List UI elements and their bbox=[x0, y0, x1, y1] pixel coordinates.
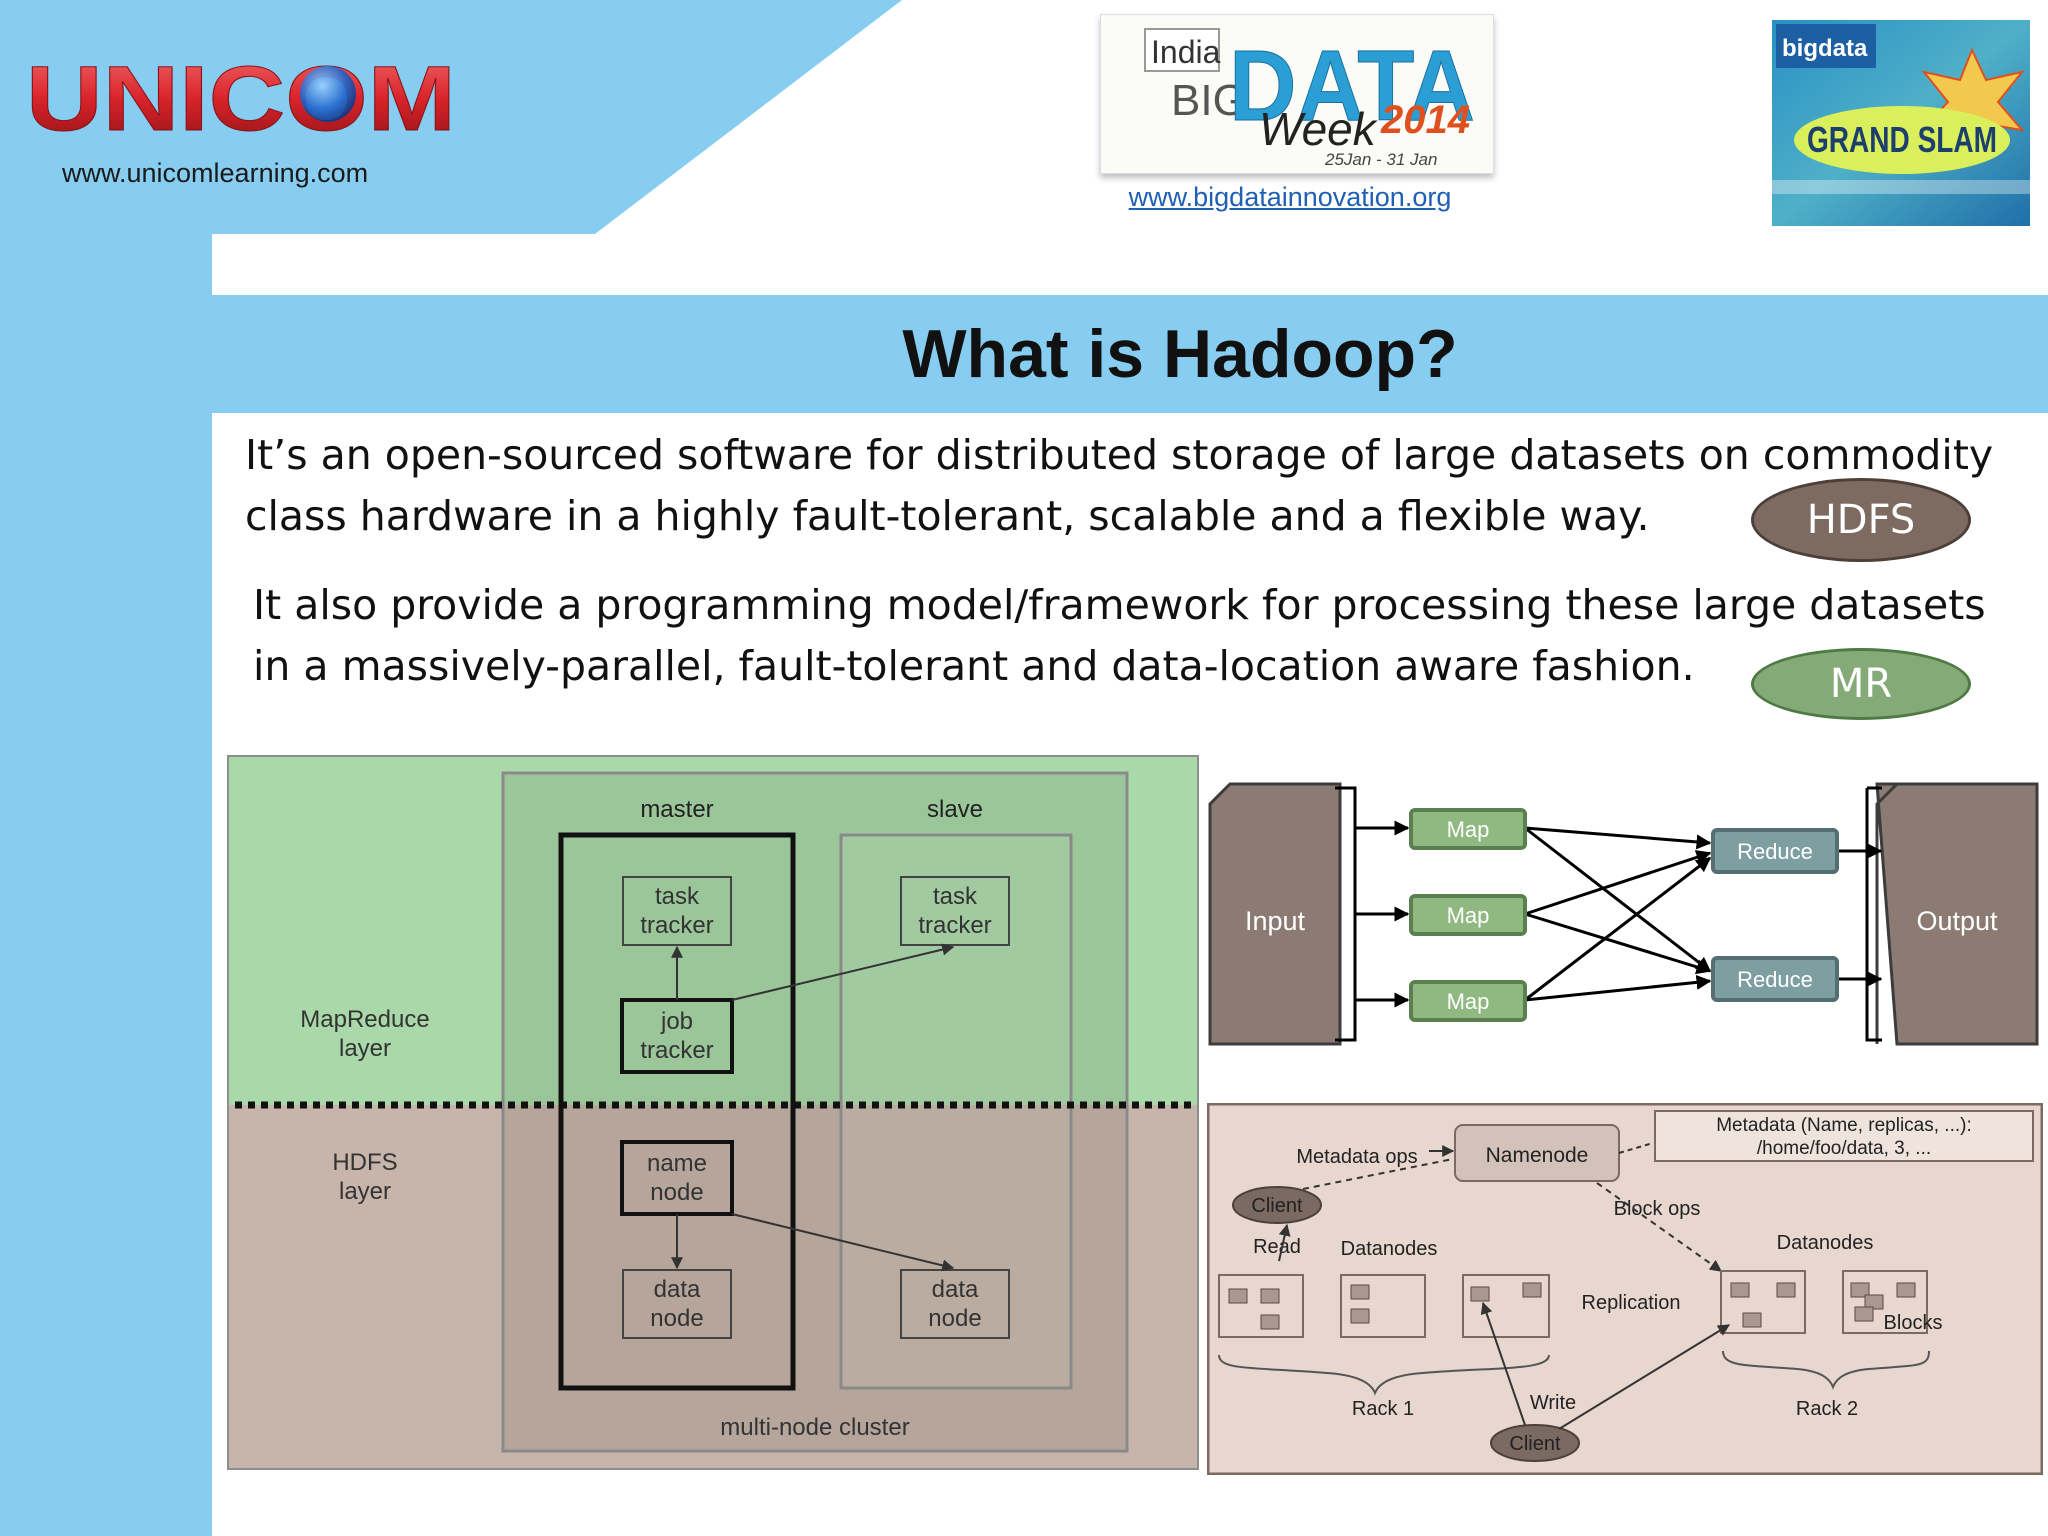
cluster-label: multi-node cluster bbox=[720, 1414, 909, 1441]
unicom-url[interactable]: www.unicomlearning.com bbox=[62, 158, 369, 188]
logo-big: BIG bbox=[1171, 76, 1247, 125]
unicom-logo-text: UNICOM bbox=[26, 50, 456, 140]
bigdata-innovation-link[interactable]: www.bigdatainnovation.org bbox=[1128, 182, 1452, 212]
datanodes-right-label: Datanodes bbox=[1777, 1232, 1874, 1254]
title-bar bbox=[212, 295, 2048, 413]
logo-data: DATA bbox=[1229, 30, 1475, 142]
client-top-label: Client bbox=[1251, 1195, 1303, 1217]
master-task-tracker-box bbox=[622, 876, 732, 946]
map-box-2 bbox=[1409, 894, 1527, 936]
metadata-box bbox=[1654, 1110, 2034, 1162]
map-label-2: Map bbox=[1447, 903, 1490, 928]
rack-1-label: Rack 1 bbox=[1352, 1398, 1414, 1420]
slave-data-node-box bbox=[900, 1269, 1010, 1339]
hdfs-tag: HDFS bbox=[1751, 478, 1971, 562]
hdfs-layer-bg bbox=[227, 1105, 1199, 1470]
map-label-3: Map bbox=[1447, 989, 1490, 1014]
metadata-ops-label: Metadata ops bbox=[1296, 1146, 1417, 1168]
datanode-2 bbox=[1340, 1274, 1426, 1338]
replication-label: Replication bbox=[1582, 1292, 1681, 1314]
slave-task-tracker-box bbox=[900, 876, 1010, 946]
input-label: Input bbox=[1245, 906, 1306, 936]
paragraph-2-line-1: It also provide a programming model/fram… bbox=[253, 581, 1986, 629]
datanode-4 bbox=[1720, 1270, 1806, 1334]
paragraph-1-line-2: class hardware in a highly fault-toleran… bbox=[245, 492, 1650, 540]
client-bottom-label: Client bbox=[1509, 1433, 1561, 1455]
reduce-box-2 bbox=[1711, 956, 1839, 1002]
mr-tag: MR bbox=[1751, 648, 1971, 720]
input-document bbox=[1208, 782, 1342, 1046]
paragraph-1-line-1: It’s an open-sourced software for distri… bbox=[245, 431, 1994, 479]
grand-slam-title: GRAND SLAM bbox=[1807, 119, 1997, 160]
grand-slam-logo: bigdata GRAND SLAM bbox=[1772, 20, 2030, 226]
logo-year: 2014 bbox=[1380, 98, 1470, 142]
reduce-label-2: Reduce bbox=[1737, 967, 1813, 992]
client-top bbox=[1232, 1186, 1322, 1224]
slave-label: slave bbox=[927, 796, 983, 823]
datanode-1 bbox=[1218, 1274, 1304, 1338]
output-label: Output bbox=[1916, 906, 1998, 936]
map-box-1 bbox=[1409, 808, 1527, 850]
grand-slam-brand: bigdata bbox=[1782, 35, 1868, 62]
read-label: Read bbox=[1253, 1236, 1301, 1258]
header-white-strip bbox=[212, 237, 2048, 295]
header-background bbox=[0, 0, 902, 240]
logo-dates: 25Jan - 31 Jan bbox=[1324, 150, 1437, 169]
reduce-label-1: Reduce bbox=[1737, 839, 1813, 864]
big-data-week-logo: India BIG DATA Week 2014 25Jan - 31 Jan bbox=[1100, 14, 1494, 174]
metadata-label: Metadata (Name, replicas, ...):/home/foo… bbox=[1716, 1115, 1972, 1159]
unicom-logo: UNICOM bbox=[26, 50, 457, 140]
master-label: master bbox=[640, 796, 713, 823]
blocks-label: Blocks bbox=[1884, 1312, 1943, 1334]
client-bottom bbox=[1490, 1424, 1580, 1462]
datanode-5 bbox=[1842, 1270, 1928, 1334]
cluster-box bbox=[501, 771, 1129, 1453]
paragraph-2-line-2: in a massively-parallel, fault-tolerant … bbox=[253, 642, 1695, 690]
namenode-label: Namenode bbox=[1486, 1144, 1589, 1167]
logo-week: Week bbox=[1259, 103, 1378, 155]
master-data-node-box bbox=[622, 1269, 732, 1339]
slave-box bbox=[839, 833, 1073, 1390]
left-blue-band bbox=[0, 0, 212, 1536]
mapreduce-layer-bg bbox=[227, 755, 1199, 1105]
write-label: Write bbox=[1530, 1392, 1576, 1414]
block-ops-label: Block ops bbox=[1614, 1198, 1701, 1220]
map-label-1: Map bbox=[1447, 817, 1490, 842]
logo-india: India bbox=[1151, 34, 1221, 70]
datanodes-left-label: Datanodes bbox=[1341, 1238, 1438, 1260]
rack-2-label: Rack 2 bbox=[1796, 1398, 1858, 1420]
map-box-3 bbox=[1409, 980, 1527, 1022]
reduce-box-1 bbox=[1711, 828, 1839, 874]
hdfs-architecture-diagram: Namenode Metadata (Name, replicas, ...):… bbox=[1207, 1103, 2043, 1475]
master-box bbox=[558, 832, 796, 1391]
slide-title: What is Hadoop? bbox=[902, 316, 1458, 392]
output-document bbox=[1875, 782, 2039, 1046]
mapreduce-flow-diagram: Input Output Map Map Map Reduce Reduce bbox=[1208, 782, 2039, 1046]
